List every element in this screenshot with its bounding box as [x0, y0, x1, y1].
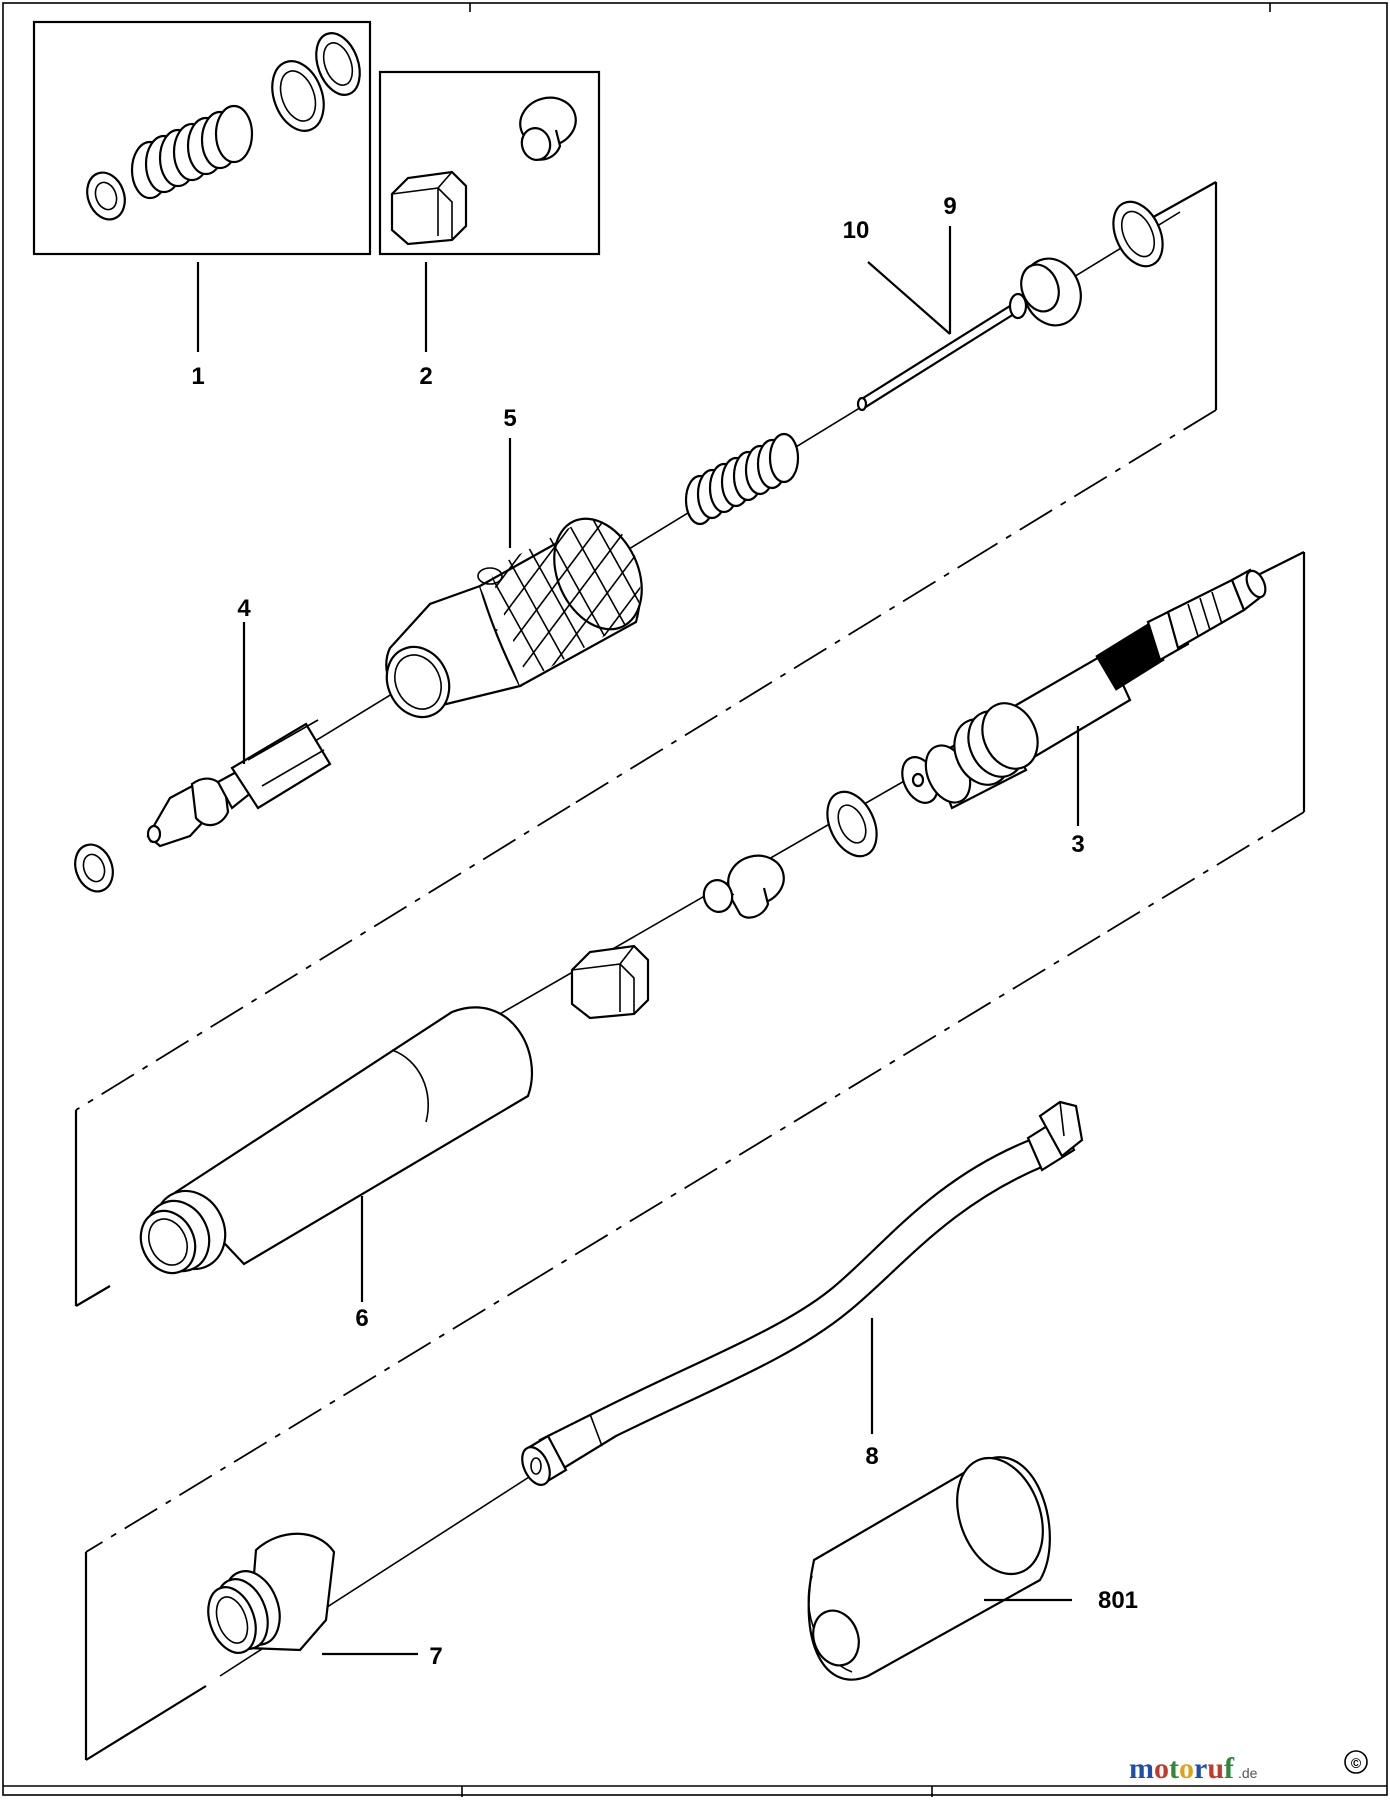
callout-1: 1 [191, 363, 204, 390]
part-spring-upper [684, 432, 800, 526]
kit-1-box [32, 20, 372, 256]
kit-1-spring [130, 104, 254, 200]
part-4-nozzle [146, 719, 332, 848]
part-801-cap [807, 1456, 1051, 1681]
watermark-text: motoruf [1129, 1752, 1235, 1785]
callout-7: 7 [429, 1643, 442, 1670]
copyright-mark: © [1351, 1755, 1362, 1771]
part-5-chuck [385, 517, 643, 719]
part-6-handle [139, 1006, 533, 1275]
callout-10: 10 [843, 217, 870, 244]
upper-assembly-bracket [74, 181, 1218, 1307]
part-seal [702, 854, 785, 919]
callout-8: 8 [865, 1443, 878, 1470]
part-7-fitting [207, 1532, 336, 1654]
callout-3: 3 [1071, 831, 1084, 858]
part-8-hose [521, 1100, 1084, 1486]
part-3-shaft [901, 568, 1267, 810]
callout-5: 5 [503, 405, 516, 432]
watermark-logo: motoruf .de © [1129, 1750, 1368, 1785]
part-washer-middle [826, 790, 878, 858]
part-washer-lower [74, 843, 114, 893]
part-washer-top [1112, 200, 1164, 268]
kit-2-box [378, 70, 601, 256]
callout-801: 801 [1098, 1587, 1138, 1614]
leader-10 [867, 261, 951, 335]
part-9-pin [856, 257, 1082, 412]
part-cube [570, 944, 650, 1020]
copyright-icon [1344, 1750, 1368, 1774]
callout-4: 4 [237, 595, 251, 622]
callout-6: 6 [355, 1305, 368, 1332]
watermark-suffix: .de [1238, 1765, 1258, 1781]
callout-9: 9 [943, 193, 956, 220]
callout-2: 2 [419, 363, 432, 390]
middle-assembly-bracket [84, 551, 1306, 1761]
